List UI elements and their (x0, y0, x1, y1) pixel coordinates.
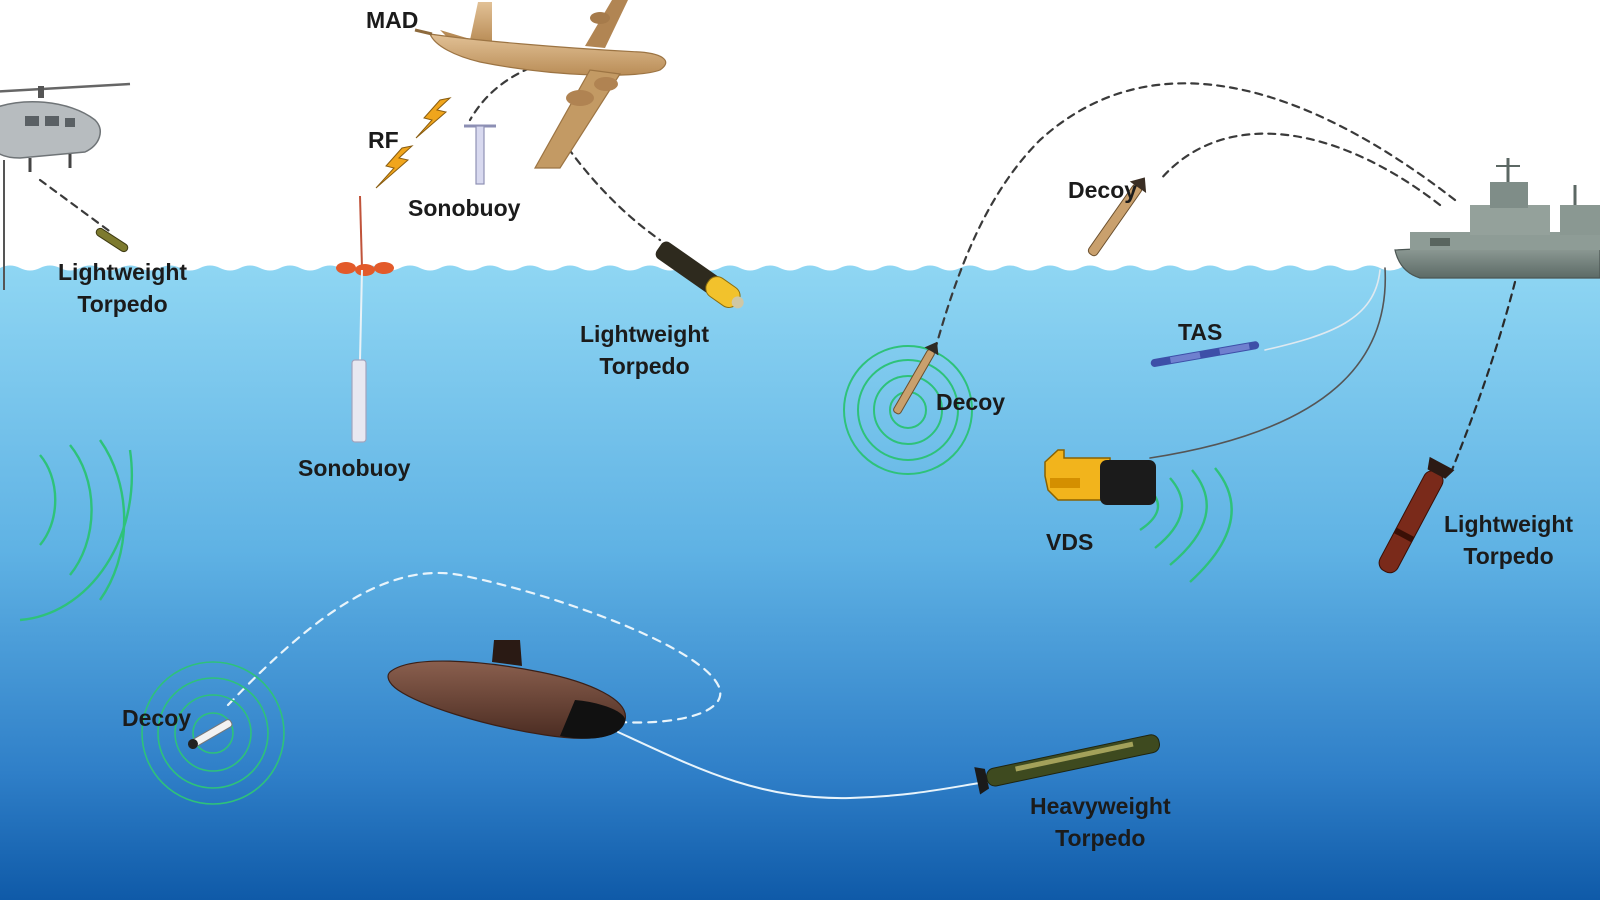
decoy-air-label: Decoy (1068, 177, 1138, 203)
decoy-icon (187, 719, 233, 749)
sonar-wave-icon (19, 439, 134, 622)
torpedo-icon (1378, 456, 1455, 574)
submarine-icon (387, 640, 626, 739)
ship-decoy-launch-path-near (1158, 132, 1442, 207)
torpedo-icon (974, 734, 1161, 795)
ship-torpedo-drop-path (1450, 280, 1517, 472)
rf-label: RF (368, 127, 399, 153)
lightweight-torpedo-plane-label: Lightweight Torpedo (580, 318, 709, 382)
heavyweight-torpedo-label: Heavyweight Torpedo (1030, 790, 1171, 854)
torpedo-icon (655, 241, 744, 309)
patrol-aircraft-icon (414, 0, 667, 169)
helicopter-icon (0, 82, 131, 290)
decoy-icon (893, 341, 939, 415)
label-line: Torpedo (1055, 825, 1146, 851)
ship-decoy-launch-path-far (933, 82, 1457, 352)
label-line: Torpedo (599, 353, 690, 379)
label-line: Lightweight (58, 259, 188, 285)
lightweight-torpedo-heli-label: Lightweight Torpedo (58, 256, 187, 320)
sonobuoy-air-label: Sonobuoy (408, 195, 521, 221)
trajectory-lines (38, 66, 1517, 800)
towed-array-icon (1150, 341, 1260, 367)
plane-sonobuoy-drop-path (468, 66, 532, 122)
rf-signal-icon (375, 97, 452, 189)
sonar-wave-icon (141, 661, 285, 805)
submarine-decoy-path (226, 571, 722, 724)
label-line: Lightweight (1444, 511, 1574, 537)
warship-icon (1394, 158, 1600, 279)
label-line: Heavyweight (1030, 793, 1171, 819)
tas-label: TAS (1178, 319, 1223, 345)
plane-torpedo-drop-path (566, 146, 662, 242)
lightweight-torpedo-ship-label: Lightweight Torpedo (1444, 508, 1573, 572)
tas-tow-cable (1264, 269, 1381, 351)
decoy-icon (1087, 177, 1147, 257)
vds-icon (1044, 449, 1156, 505)
decoy-deep-label: Decoy (122, 705, 192, 731)
label-line: Torpedo (77, 291, 168, 317)
sonobuoy-icon (336, 195, 394, 443)
mad-label: MAD (366, 7, 419, 33)
decoy-mid-label: Decoy (936, 389, 1006, 415)
heli-torpedo-drop-path (38, 178, 114, 235)
label-line: Torpedo (1463, 543, 1554, 569)
sky-background (0, 0, 1600, 268)
sonobuoy-icon (464, 124, 496, 185)
torpedo-icon (95, 227, 129, 253)
label-line: Lightweight (580, 321, 710, 347)
heavyweight-torpedo-wire (617, 731, 1001, 800)
vds-label: VDS (1046, 529, 1094, 555)
sonobuoy-subsurface-label: Sonobuoy (298, 455, 411, 481)
vds-tow-cable (1149, 267, 1387, 459)
water-body (0, 265, 1600, 900)
